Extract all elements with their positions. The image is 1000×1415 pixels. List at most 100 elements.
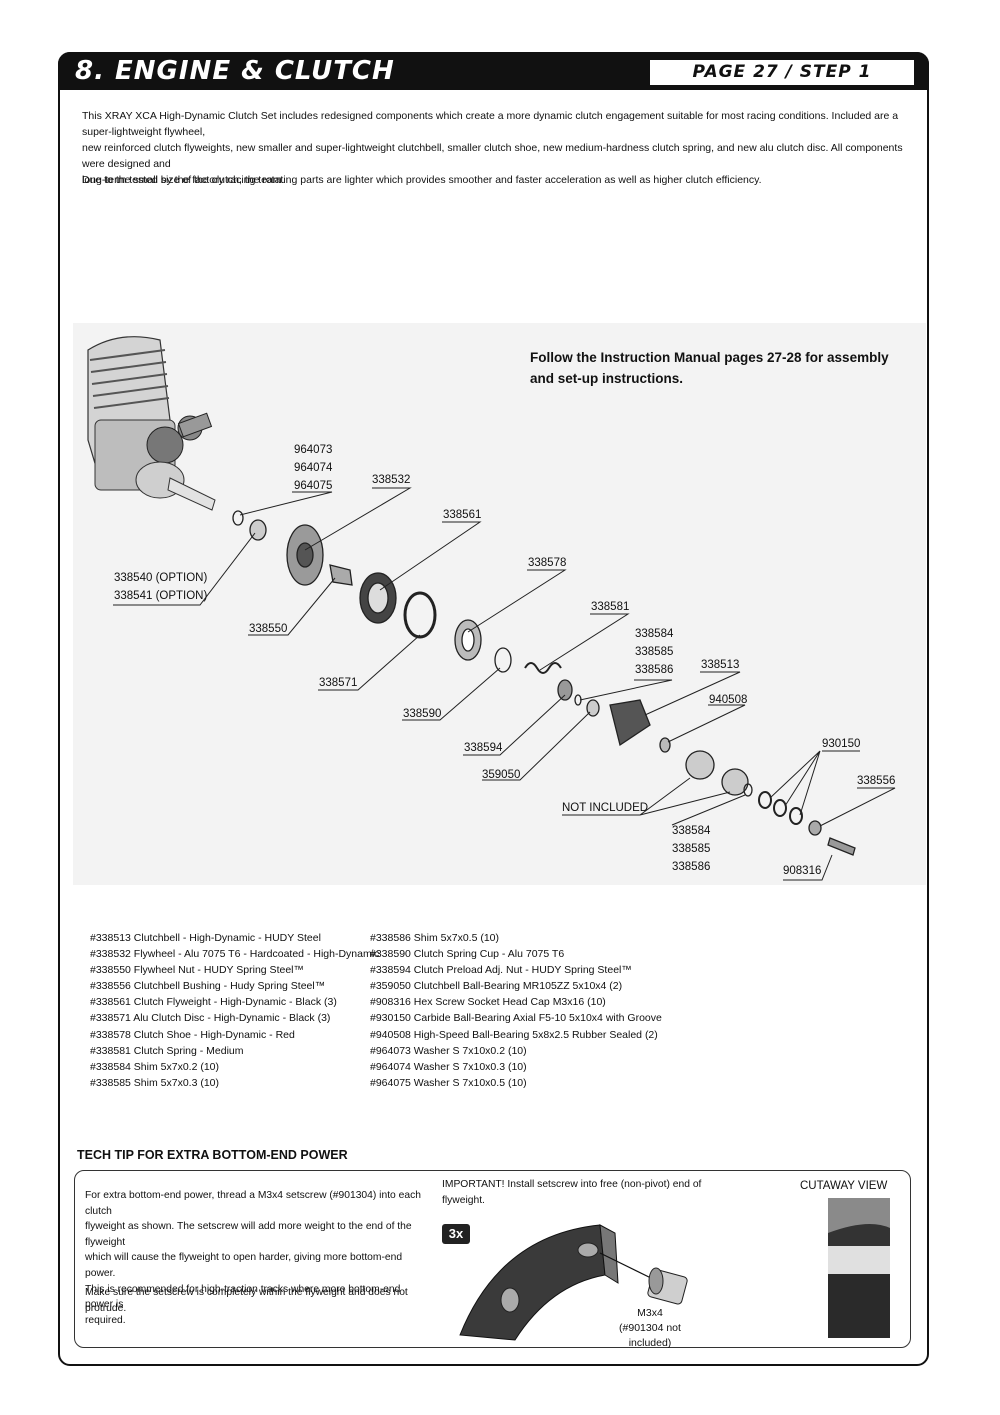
intro-line-2: new reinforced clutch flyweights, new sm… <box>82 142 903 170</box>
label-338586-b: 338586 <box>672 861 711 873</box>
parts-list-item: #338532 Flywheel - Alu 7075 T6 - Hardcoa… <box>90 948 380 961</box>
parts-list-item: #338590 Clutch Spring Cup - Alu 7075 T6 <box>370 948 565 961</box>
clutch-disc-part <box>403 591 437 639</box>
parts-list-item: #338584 Shim 5x7x0.2 (10) <box>90 1060 219 1073</box>
label-930150: 930150 <box>822 738 861 750</box>
setscrew-size: M3x4 <box>637 1307 663 1319</box>
label-338590: 338590 <box>403 708 442 720</box>
parts-list-item: #338571 Alu Clutch Disc - High-Dynamic -… <box>90 1012 331 1025</box>
intro-line-1: This XRAY XCA High-Dynamic Clutch Set in… <box>82 110 899 138</box>
gear-1-part <box>685 750 715 780</box>
label-338584: 338584 <box>635 628 674 640</box>
label-338584-b: 338584 <box>672 825 711 837</box>
important-note: IMPORTANT! Install setscrew into free (n… <box>442 1177 712 1208</box>
section-title: 8. ENGINE & CLUTCH <box>75 56 395 86</box>
parts-list-item: #940508 High-Speed Ball-Bearing 5x8x2.5 … <box>370 1028 658 1041</box>
follow-line-1: Follow the Instruction Manual pages 27-2… <box>530 350 889 365</box>
label-964074: 964074 <box>294 462 333 474</box>
tip-line: which will cause the flyweight to open h… <box>85 1252 403 1279</box>
label-908316: 908316 <box>783 865 822 877</box>
setscrew-label: M3x4 (#901304 not included) <box>600 1306 700 1351</box>
parts-list-item: #359050 Clutchbell Ball-Bearing MR105ZZ … <box>370 980 623 993</box>
label-964073: 964073 <box>294 444 333 456</box>
flywheel-nut-part <box>329 564 353 586</box>
intro-paragraph-1: This XRAY XCA High-Dynamic Clutch Set in… <box>82 108 912 188</box>
parts-list-item: #338513 Clutchbell - High-Dynamic - HUDY… <box>90 932 321 944</box>
parts-list-item: #338578 Clutch Shoe - High-Dynamic - Red <box>90 1028 295 1041</box>
cutaway-view-label: CUTAWAY VIEW <box>800 1180 888 1192</box>
shim-b-part <box>743 783 753 797</box>
clutchbell-part <box>609 699 651 747</box>
tip-line: This is recommended for high-traction tr… <box>85 1283 401 1311</box>
gear-2-part <box>721 768 749 796</box>
parts-list-item: #338594 Clutch Preload Adj. Nut - HUDY S… <box>370 964 632 977</box>
tip-line: required. <box>85 1314 126 1326</box>
quantity-badge: 3x <box>442 1224 470 1244</box>
axial-2-part <box>773 799 787 817</box>
label-not-included: NOT INCLUDED <box>562 802 649 814</box>
label-338513: 338513 <box>701 659 740 671</box>
hex-screw-part <box>827 837 856 856</box>
label-940508: 940508 <box>709 694 748 706</box>
preload-nut-part <box>557 679 573 701</box>
flyweight-illustration <box>459 1224 688 1341</box>
label-options: 338540 (OPTION) 338541 (OPTION) <box>114 569 207 605</box>
follow-manual-note: Follow the Instruction Manual pages 27-2… <box>530 347 910 389</box>
label-359050: 359050 <box>482 769 521 781</box>
parts-list-left: #338513 Clutchbell - High-Dynamic - HUDY… <box>90 930 379 1091</box>
tech-tip-paragraph-1: For extra bottom-end power, thread a M3x… <box>85 1188 425 1328</box>
parts-list-item: #964075 Washer S 7x10x0.5 (10) <box>370 1076 527 1089</box>
intro-line-3: long-term tested by the factory racing t… <box>82 174 285 186</box>
label-338586: 338586 <box>635 664 674 676</box>
clutch-spring-part <box>524 662 562 674</box>
parts-list-item: #338581 Clutch Spring - Medium <box>90 1044 244 1057</box>
spring-cup-part <box>494 647 512 673</box>
exploded-diagram-panel <box>73 323 926 885</box>
label-964075: 964075 <box>294 480 333 492</box>
axial-1-part <box>758 791 772 809</box>
label-washers: 964073 964074 964075 <box>294 441 332 495</box>
label-shims-a: 338584 338585 338586 <box>635 625 673 679</box>
label-338561: 338561 <box>443 509 482 521</box>
follow-line-2: and set-up instructions. <box>530 371 684 386</box>
parts-list-item: #930150 Carbide Ball-Bearing Axial F5-10… <box>370 1012 662 1025</box>
hs-bearing-part <box>659 737 671 753</box>
parts-list-item: #338556 Clutchbell Bushing - Hudy Spring… <box>90 980 326 993</box>
parts-list-item: #338586 Shim 5x7x0.5 (10) <box>370 932 499 944</box>
washer-part <box>232 510 244 526</box>
label-338578: 338578 <box>528 557 567 569</box>
label-shims-b: 338584 338585 338586 <box>672 822 710 876</box>
parts-list-item: #338561 Clutch Flyweight - High-Dynamic … <box>90 996 337 1009</box>
label-338541: 338541 (OPTION) <box>114 590 208 602</box>
setscrew-note: (#901304 not included) <box>619 1322 681 1349</box>
parts-list-item: #908316 Hex Screw Socket Head Cap M3x16 … <box>370 996 606 1009</box>
label-338594: 338594 <box>464 742 503 754</box>
parts-list-item: #338585 Shim 5x7x0.3 (10) <box>90 1076 219 1089</box>
engine-illustration <box>87 336 216 511</box>
label-338571: 338571 <box>319 677 358 689</box>
label-338550: 338550 <box>249 623 288 635</box>
important-line: IMPORTANT! Install setscrew into free (n… <box>442 1179 702 1190</box>
page-step-label: PAGE 27 / STEP 1 <box>650 60 914 85</box>
parts-list-item: #338550 Flywheel Nut - HUDY Spring Steel… <box>90 964 304 977</box>
tech-tip-box <box>74 1170 911 1348</box>
label-338540: 338540 (OPTION) <box>114 572 208 584</box>
cutaway-illustration <box>828 1198 890 1338</box>
tip-line: For extra bottom-end power, thread a M3x… <box>85 1190 421 1217</box>
tech-tip-paragraph-2: Make sure the setscrew is completely wit… <box>85 1287 408 1314</box>
leader-lines <box>113 487 896 881</box>
axial-3-part <box>789 807 803 825</box>
parts-list-item: #964074 Washer S 7x10x0.3 (10) <box>370 1060 527 1073</box>
label-338556: 338556 <box>857 775 896 787</box>
tech-tip-heading: TECH TIP FOR EXTRA BOTTOM-END POWER <box>77 1148 348 1162</box>
parts-list-item: #964073 Washer S 7x10x0.2 (10) <box>370 1044 527 1057</box>
intro-paragraph-2: Due to the small size of the clutch, the… <box>82 174 762 186</box>
label-338585-b: 338585 <box>672 843 711 855</box>
parts-list-right: #338586 Shim 5x7x0.5 (10) #338590 Clutch… <box>370 930 662 1091</box>
label-338581: 338581 <box>591 601 630 613</box>
important-line: flyweight. <box>442 1194 485 1206</box>
label-338532: 338532 <box>372 474 411 486</box>
bushing-part <box>808 820 822 836</box>
label-338585: 338585 <box>635 646 674 658</box>
